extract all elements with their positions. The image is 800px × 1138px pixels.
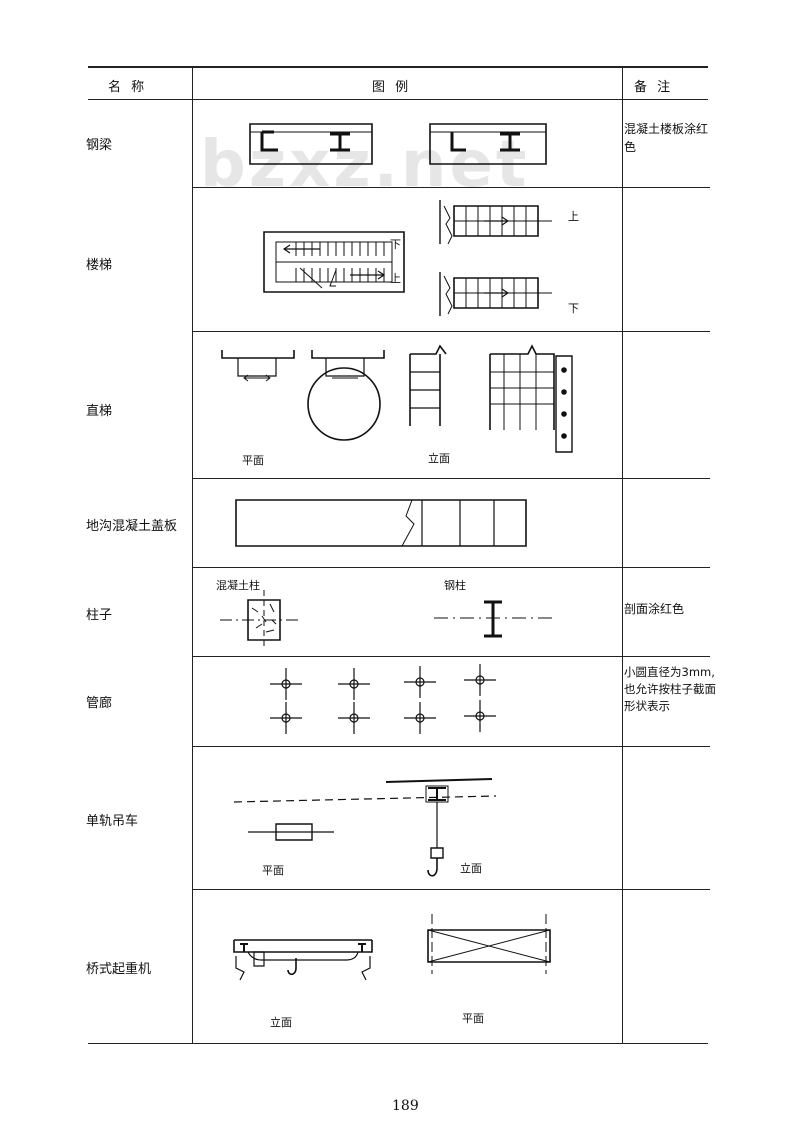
remark-steel-beam: 混凝土楼板涂红色 — [624, 122, 709, 154]
ladder-caption-plan: 平面 — [242, 454, 264, 467]
stairs-figure — [264, 200, 552, 316]
header-figure: 图 例 — [372, 80, 412, 95]
stairs-caption-down-1: 下 — [390, 238, 401, 251]
header-name: 名 称 — [108, 80, 148, 95]
page-number: 189 — [392, 1098, 419, 1114]
crane-caption-plan: 平面 — [462, 1012, 484, 1025]
trench-cover-figure — [236, 500, 526, 546]
header-remark: 备 注 — [634, 80, 674, 95]
monorail-caption-elevation: 立面 — [460, 862, 482, 875]
watermark: bzxz.net — [200, 128, 530, 202]
stairs-caption-down-2: 下 — [568, 302, 579, 315]
column-caption-steel: 钢柱 — [444, 579, 466, 592]
row-name-column: 柱子 — [86, 608, 113, 623]
row-name-trench-cover: 地沟混凝土盖板 — [86, 519, 178, 534]
pipe-rack-figure — [270, 664, 496, 734]
monorail-caption-plan: 平面 — [262, 864, 284, 877]
row-name-stairs: 楼梯 — [86, 258, 113, 273]
remark-pipe-rack: 小圆直径为3mm,也允许按柱子截面形状表示 — [624, 665, 716, 713]
stairs-caption-up-1: 上 — [390, 272, 401, 285]
steel-beam-figure — [250, 124, 546, 164]
row-name-monorail-hoist: 单轨吊车 — [86, 814, 139, 829]
stairs-caption-up-2: 上 — [568, 210, 579, 223]
column-caption-concrete: 混凝土柱 — [216, 579, 260, 592]
crane-caption-elevation: 立面 — [270, 1016, 292, 1029]
ladder-figure — [222, 346, 572, 452]
row-name-bridge-crane: 桥式起重机 — [86, 962, 152, 977]
row-name-pipe-rack: 管廊 — [86, 696, 113, 711]
row-name-vertical-ladder: 直梯 — [86, 404, 113, 419]
monorail-figure — [234, 779, 496, 876]
row-name-steel-beam: 钢梁 — [86, 138, 113, 153]
remark-column: 剖面涂红色 — [624, 602, 685, 616]
bridge-crane-figure — [234, 914, 550, 980]
column-figure — [220, 590, 552, 650]
ladder-caption-elevation: 立面 — [428, 452, 450, 465]
